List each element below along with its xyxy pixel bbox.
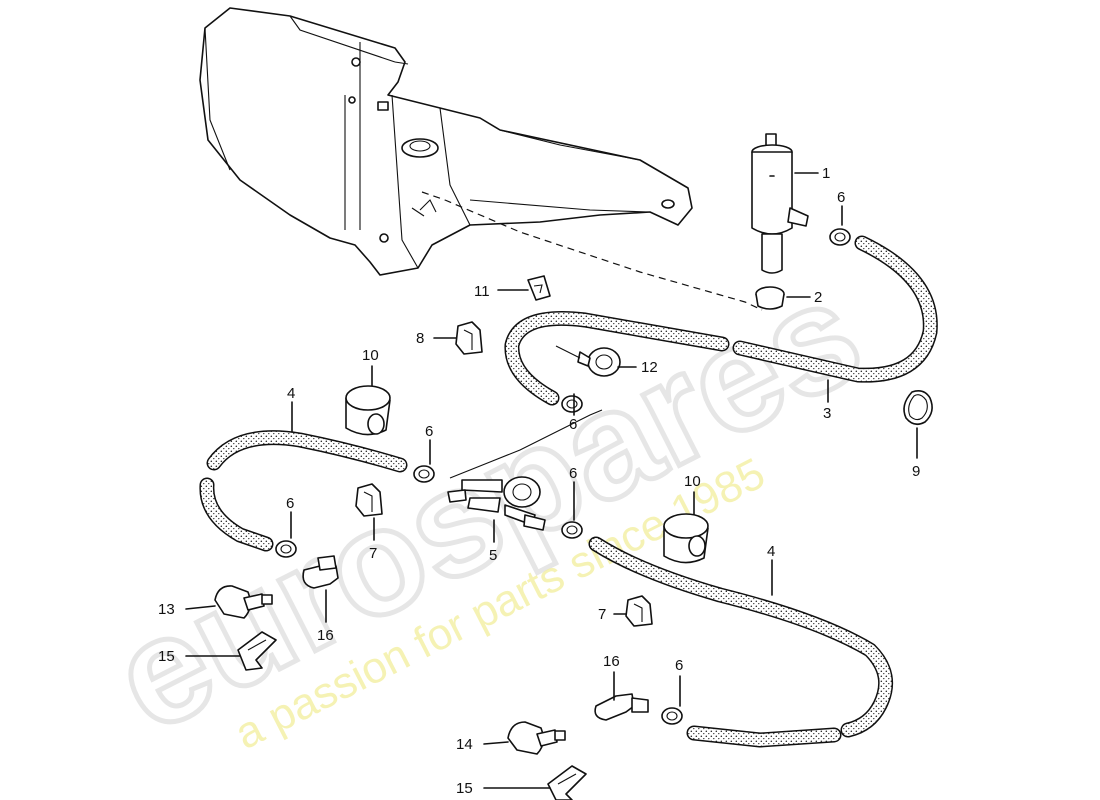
hose-clip	[561, 521, 583, 539]
callout-15-left: 15	[158, 648, 175, 665]
callout-16-right: 16	[603, 653, 620, 670]
washer-jet	[214, 585, 273, 619]
callout-6-left: 6	[425, 423, 433, 440]
callout-6-bottom: 6	[675, 657, 683, 674]
hose-holder	[355, 483, 383, 517]
callout-16-left: 16	[317, 627, 334, 644]
callout-6-valve-top: 6	[569, 416, 577, 433]
callout-1: 1	[822, 165, 830, 182]
hose-clip	[413, 465, 435, 483]
rubber-sleeve	[663, 513, 709, 564]
callout-9: 9	[912, 463, 920, 480]
jet-bracket	[237, 631, 277, 671]
callout-4-right: 4	[767, 543, 775, 560]
callout-4-left: 4	[287, 385, 295, 402]
callout-8: 8	[416, 330, 424, 347]
callout-5: 5	[489, 547, 497, 564]
loop-clamp	[903, 390, 933, 426]
reservoir-dashed-leader	[421, 191, 763, 311]
hose-clip	[829, 228, 851, 246]
callout-10-right: 10	[684, 473, 701, 490]
grommet	[755, 286, 785, 310]
callout-10-left: 10	[362, 347, 379, 364]
callout-6-valve-bottom: 6	[569, 465, 577, 482]
retaining-clip	[527, 275, 551, 301]
callout-12: 12	[641, 359, 658, 376]
hose-holder	[625, 595, 653, 627]
washer-jet	[507, 721, 566, 755]
hose-clip	[661, 707, 683, 725]
hose-elbow	[302, 555, 339, 589]
callout-3: 3	[823, 405, 831, 422]
callout-7-right: 7	[598, 606, 606, 623]
jet-bracket	[547, 765, 587, 800]
callout-14: 14	[456, 736, 473, 753]
washer-reservoir	[199, 7, 693, 276]
callout-6-top: 6	[837, 189, 845, 206]
hose-clip	[275, 540, 297, 558]
callout-15-right: 15	[456, 780, 473, 797]
distributor-valve	[447, 409, 603, 531]
callout-6-lower-left: 6	[286, 495, 294, 512]
callout-13: 13	[158, 601, 175, 618]
callout-7-left: 7	[369, 545, 377, 562]
washer-pump	[751, 133, 809, 274]
hose-holder-small	[455, 321, 483, 355]
callout-11: 11	[474, 283, 490, 300]
leader-lines	[185, 172, 918, 789]
rubber-sleeve	[345, 385, 391, 436]
hose-left	[199, 430, 408, 552]
hose-clip	[561, 395, 583, 413]
callout-2: 2	[814, 289, 822, 306]
hose-clamp	[555, 345, 621, 377]
hose-main	[504, 235, 938, 406]
hose-right	[588, 536, 894, 748]
callout-labels: 1 2 3 4 4 5 6 6 6 6 6 6 7 7 8 9 10 10 11…	[158, 165, 920, 797]
hose-elbow	[594, 693, 649, 721]
